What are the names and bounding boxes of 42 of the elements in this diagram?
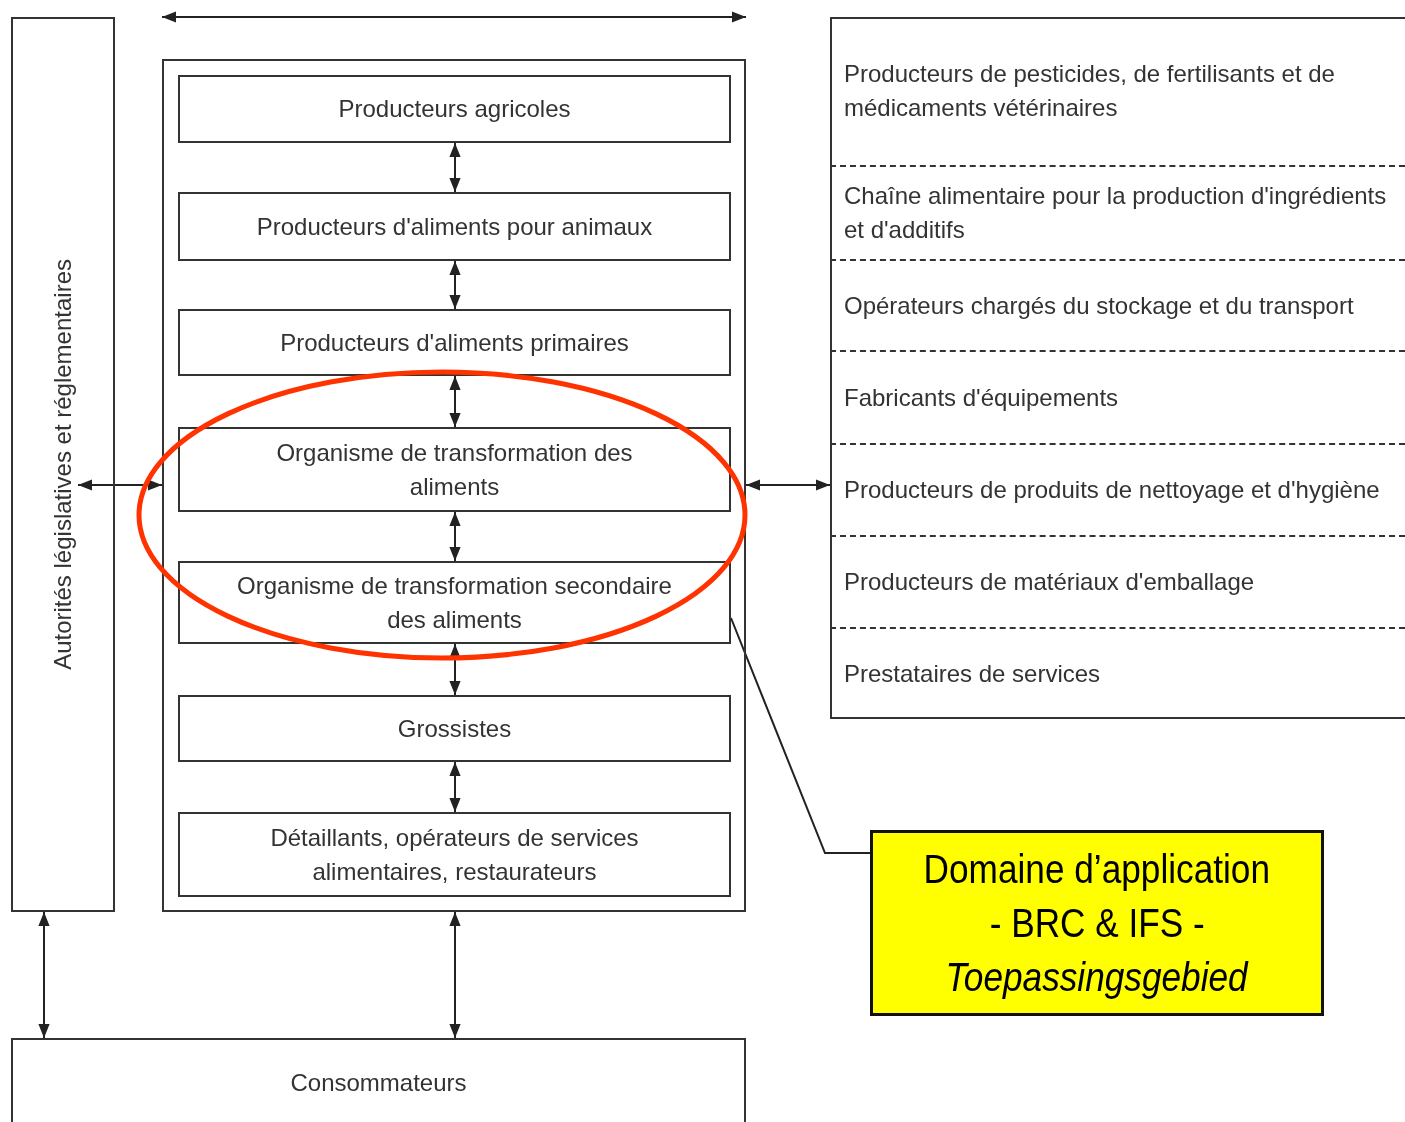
- arrow: [449, 643, 461, 696]
- box-label: Autorités législatives et réglementaires: [48, 259, 77, 670]
- process-box: [178, 812, 731, 897]
- process-box: [178, 192, 731, 261]
- callout-text: Domaine d’application: [923, 846, 1271, 893]
- arrow: [745, 479, 831, 491]
- box-label: Producteurs de matériaux d'emballage: [844, 567, 1255, 597]
- arrow: [38, 911, 50, 1039]
- callout-text: - BRC & IFS -: [989, 900, 1205, 947]
- arrow: [77, 479, 163, 491]
- arrow: [449, 911, 461, 1039]
- process-box: [11, 1038, 746, 1122]
- callout-text: Toepassingsgebied: [945, 954, 1249, 1001]
- callout-box: [870, 830, 1324, 1016]
- process-box: [178, 427, 731, 512]
- box-label: Grossistes: [397, 713, 512, 744]
- arrow: [449, 761, 461, 813]
- box-label: Producteurs de pesticides, de fertilisants et de médicaments vétérinaires: [844, 59, 1336, 123]
- arrow: [449, 375, 461, 428]
- process-box: [178, 695, 731, 762]
- group-box: [162, 59, 746, 912]
- box-label: Organisme de transformation secondaire des aliments: [236, 570, 673, 635]
- process-box: [178, 561, 731, 644]
- box-label: Détaillants, opérateurs de services alimentaires, restaurateurs: [269, 822, 640, 887]
- box-label: Consommateurs: [290, 1068, 467, 1098]
- box-label: Producteurs d'aliments primaires: [280, 327, 629, 358]
- box-label: Producteurs de produits de nettoyage et d'hygiène: [844, 475, 1380, 505]
- box-label: Prestataires de services: [844, 659, 1101, 689]
- box-label: Opérateurs chargés du stockage et du transport: [844, 290, 1354, 321]
- process-box: [11, 17, 115, 912]
- box-label: Producteurs agricoles: [338, 94, 571, 124]
- list-panel: [830, 17, 1405, 719]
- arrow: [449, 142, 461, 193]
- arrow: [449, 511, 461, 562]
- box-label: Fabricants d'équipements: [844, 382, 1119, 413]
- process-box: [178, 309, 731, 376]
- process-box: [178, 75, 731, 143]
- leader-line: [730, 617, 871, 854]
- box-label: Producteurs d'aliments pour animaux: [256, 211, 653, 242]
- arrow: [449, 260, 461, 310]
- box-label: Chaîne alimentaire pour la production d'ingrédients et d'additifs: [844, 181, 1388, 245]
- box-label: Organisme de transformation des aliments: [275, 437, 634, 502]
